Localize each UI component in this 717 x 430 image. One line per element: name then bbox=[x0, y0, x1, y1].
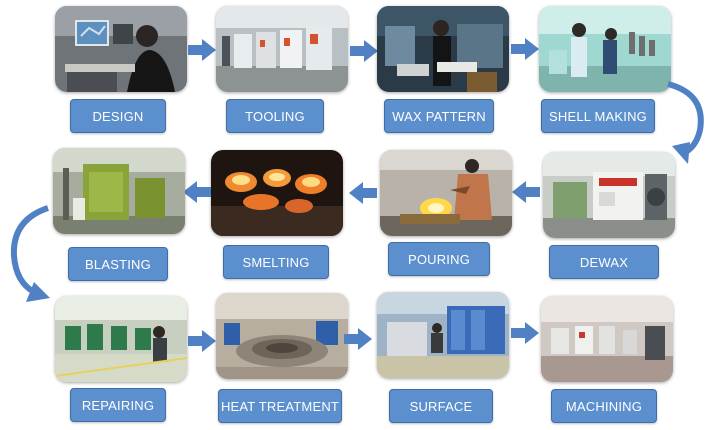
step-label-surface: SURFACE bbox=[389, 389, 493, 423]
photo-heat-treatment bbox=[216, 293, 348, 379]
surface-photo-image bbox=[377, 292, 509, 378]
step-label-pouring: POURING bbox=[388, 242, 490, 276]
arrow-right-icon bbox=[511, 322, 539, 344]
step-label-wax-pattern: WAX PATTERN bbox=[384, 99, 494, 133]
step-label-shell-making: SHELL MAKING bbox=[541, 99, 655, 133]
arrow-right-icon bbox=[188, 330, 216, 352]
arrow-left-icon bbox=[349, 182, 377, 204]
design-photo-image bbox=[55, 6, 187, 92]
step-label-repairing: REPAIRING bbox=[70, 388, 166, 422]
photo-pouring bbox=[380, 150, 512, 236]
repairing-photo-image bbox=[55, 296, 187, 382]
photo-surface bbox=[377, 292, 509, 378]
heat-treatment-photo-image bbox=[216, 293, 348, 379]
blasting-photo-image bbox=[53, 148, 185, 234]
wax-pattern-photo-image bbox=[377, 6, 509, 92]
photo-smelting bbox=[211, 150, 343, 236]
step-label-heat-treatment: HEAT TREATMENT bbox=[218, 389, 342, 423]
smelting-photo-image bbox=[211, 150, 343, 236]
step-label-blasting: BLASTING bbox=[68, 247, 168, 281]
photo-shell-making bbox=[539, 6, 671, 92]
arrow-left-icon bbox=[183, 181, 211, 203]
photo-tooling bbox=[216, 6, 348, 92]
step-label-smelting: SMELTING bbox=[223, 245, 329, 279]
shell-making-photo-image bbox=[539, 6, 671, 92]
dewax-photo-image bbox=[543, 152, 675, 238]
pouring-photo-image bbox=[380, 150, 512, 236]
photo-dewax bbox=[543, 152, 675, 238]
photo-wax-pattern bbox=[377, 6, 509, 92]
arrow-right-icon bbox=[350, 40, 378, 62]
step-label-dewax: DEWAX bbox=[549, 245, 659, 279]
arrow-left-icon bbox=[512, 181, 540, 203]
arrow-right-icon bbox=[344, 328, 372, 350]
step-label-tooling: TOOLING bbox=[226, 99, 324, 133]
curved-arrow-icon bbox=[10, 205, 50, 302]
arrow-right-icon bbox=[511, 38, 539, 60]
photo-blasting bbox=[53, 148, 185, 234]
curved-arrow-icon bbox=[667, 81, 704, 164]
photo-machining bbox=[541, 296, 673, 382]
step-label-machining: MACHINING bbox=[551, 389, 657, 423]
arrow-right-icon bbox=[188, 39, 216, 61]
step-label-design: DESIGN bbox=[70, 99, 166, 133]
photo-design bbox=[55, 6, 187, 92]
photo-repairing bbox=[55, 296, 187, 382]
machining-photo-image bbox=[541, 296, 673, 382]
tooling-photo-image bbox=[216, 6, 348, 92]
